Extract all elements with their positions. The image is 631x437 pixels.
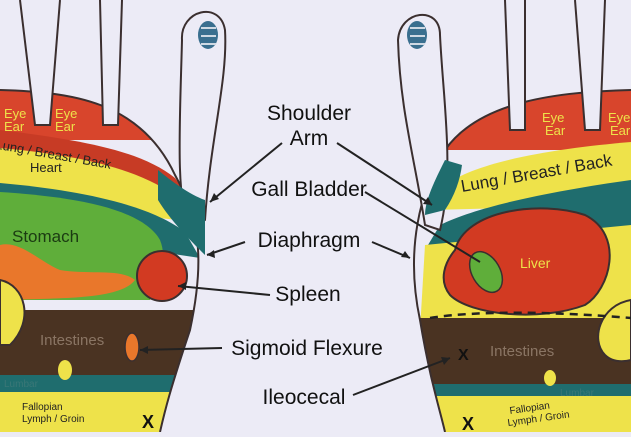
- right-ear-label-2: Ear: [610, 123, 631, 138]
- left-lumbar-zone: [0, 375, 199, 395]
- left-lymph-label: Lymph / Groin: [22, 414, 84, 425]
- left-eye-label: Eye: [4, 106, 26, 121]
- right-x-mark: X: [462, 414, 474, 432]
- right-x-mark-upper: X: [458, 347, 469, 364]
- left-ear-label-2: Ear: [55, 119, 76, 134]
- pancreas-zone: [0, 244, 135, 300]
- right-toe-3: [574, 0, 606, 131]
- left-foot: Eye Eye Ear Ear Lung / Breast / Back Hea…: [0, 0, 227, 433]
- arm-arrow-right: [336, 142, 433, 206]
- arm-arrow-left: [209, 142, 283, 203]
- left-small-yellow: [58, 360, 72, 380]
- heart-label: Heart: [30, 160, 62, 175]
- left-intestines-label: Intestines: [40, 332, 104, 349]
- sigmoid-flexure-label: Sigmoid Flexure: [231, 337, 383, 360]
- arrow-heads: [140, 193, 450, 365]
- gall-bladder-label: Gall Bladder: [251, 178, 367, 201]
- left-toe-1: [19, 0, 61, 126]
- left-eye-label-2: Eye: [55, 106, 77, 121]
- ileocecal-label: Ileocecal: [263, 386, 346, 409]
- arm-label: Arm: [290, 127, 329, 150]
- right-foot: Eye Eye Ear Ear Lung / Breast / Back Liv…: [396, 0, 631, 434]
- left-yellow-blob: [0, 278, 26, 346]
- right-lumbar-zone: [420, 384, 631, 398]
- left-intestines-zone: [0, 310, 199, 380]
- gall-bladder-zone: [468, 250, 504, 294]
- left-gallbladder-teal: [158, 170, 205, 255]
- spleen-zone: [136, 250, 188, 302]
- right-lymph-zone: [420, 396, 631, 432]
- left-lumbar-label: Lumbar: [4, 379, 39, 390]
- right-lumbar-label: Lumbar: [560, 388, 595, 399]
- left-fallopian-label: Fallopian: [22, 402, 63, 413]
- diaphragm-label: Diaphragm: [258, 229, 361, 252]
- right-small-yellow: [544, 370, 556, 386]
- right-eye-label-2: Eye: [608, 110, 630, 125]
- spleen-label: Spleen: [275, 283, 340, 306]
- right-intestines-zone: [420, 318, 631, 388]
- leader-lines: [139, 142, 481, 396]
- ileocecal-arrow: [352, 357, 451, 396]
- right-intestines-label: Intestines: [490, 343, 554, 360]
- left-ear-label: Ear: [4, 119, 25, 134]
- right-dashed-line: [429, 311, 631, 320]
- spleen-arrow: [177, 285, 271, 296]
- sigmoid-arrow: [139, 347, 223, 351]
- liver-label: Liver: [520, 255, 551, 271]
- right-toe-2: [504, 0, 526, 131]
- center-labels: Shoulder Arm Gall Bladder Diaphragm Sple…: [231, 102, 383, 409]
- right-ear-label: Ear: [545, 123, 566, 138]
- right-eye-label: Eye: [542, 110, 564, 125]
- left-x-mark: X: [142, 412, 154, 432]
- gallbladder-arrow: [364, 191, 481, 263]
- stomach-label: Stomach: [12, 227, 79, 246]
- left-big-toe: [178, 11, 227, 232]
- shoulder-label: Shoulder: [267, 102, 351, 125]
- right-yellow-blob: [597, 298, 631, 363]
- right-teal-wedge: [425, 160, 462, 215]
- sigmoid-flexure-zone: [124, 332, 140, 362]
- left-toe-2: [99, 0, 123, 126]
